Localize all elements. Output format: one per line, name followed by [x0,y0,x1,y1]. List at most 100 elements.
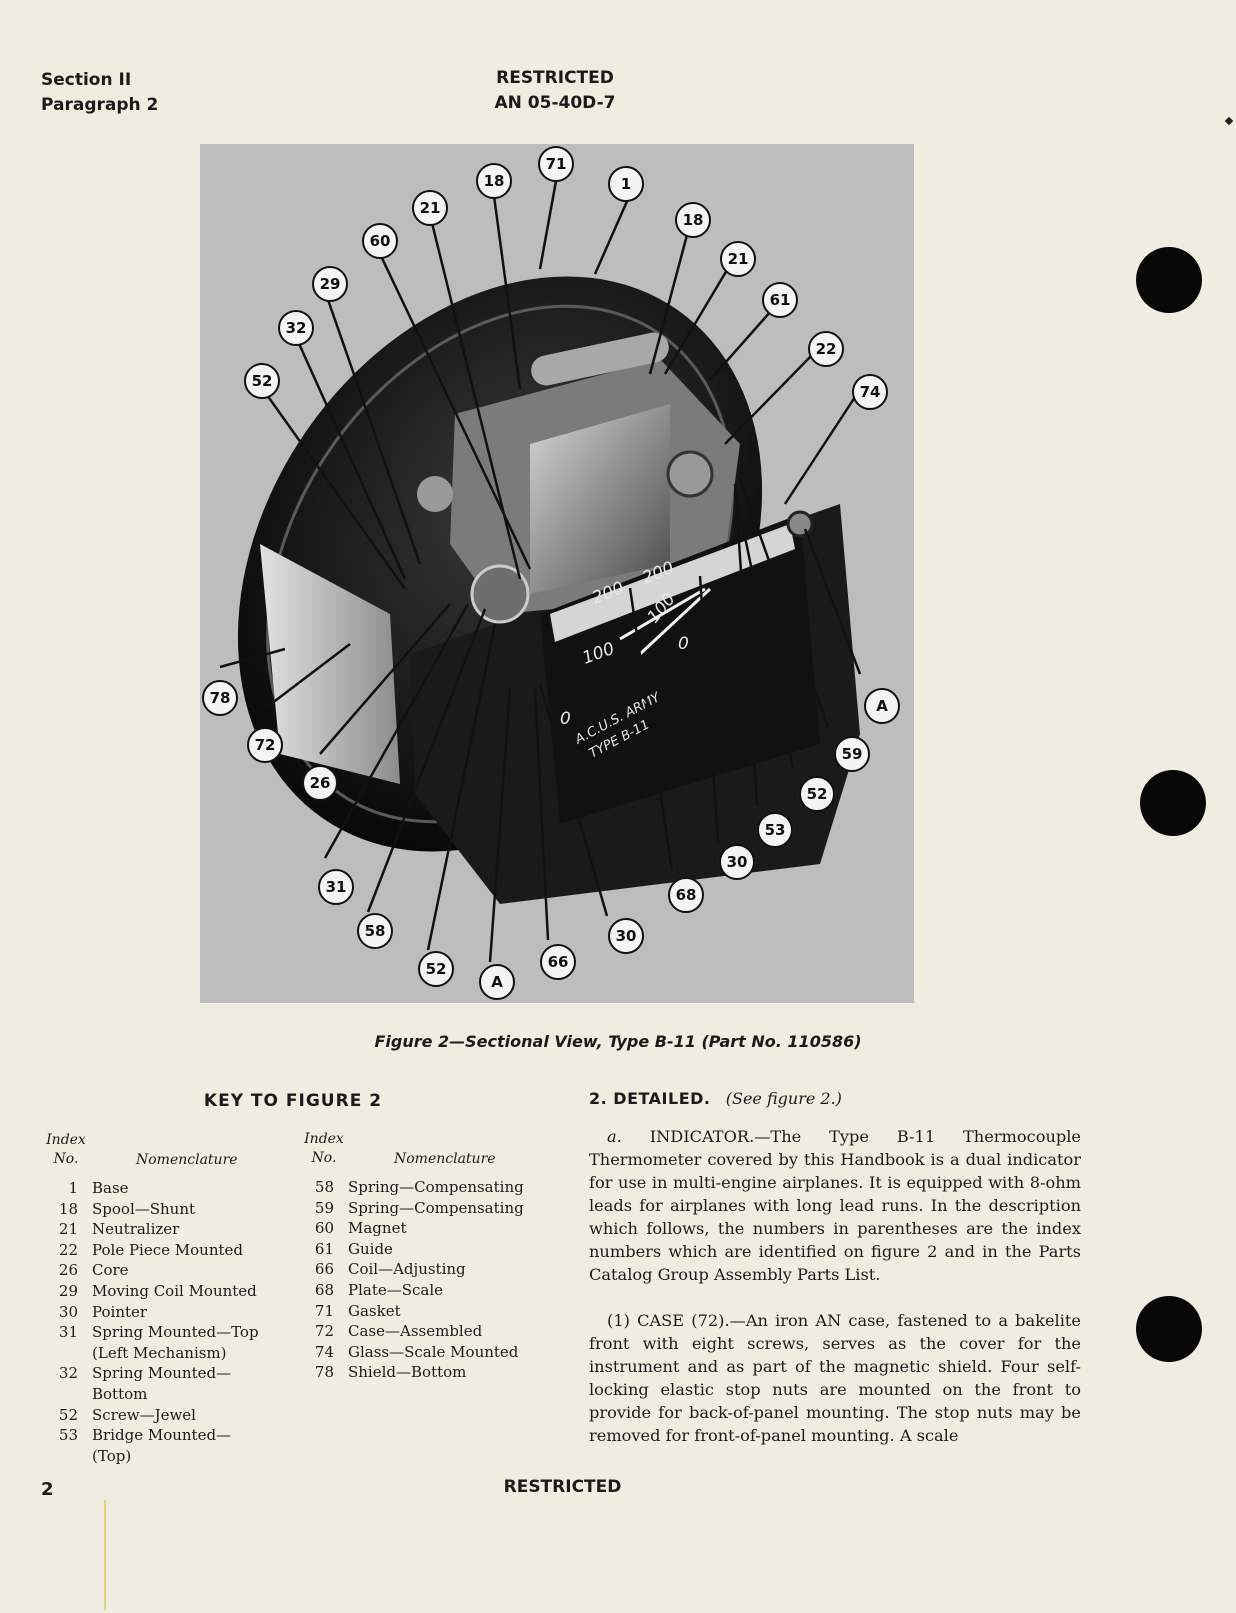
sectional-view-illustration: 200 200 100 100 0 0 A.C.U.S. ARMY TYPE B… [200,144,914,1003]
key-nomenclature: Guide [348,1239,393,1258]
key-row: 72 Case—Assembled [298,1321,524,1342]
key-index-number: 18 [58,1199,78,1218]
index-header-line1: Index [46,1132,86,1148]
figure-callout: A [479,964,515,1000]
figure-callout: 74 [852,374,888,410]
scale-left-0: 0 [560,709,571,729]
figure-callout: A [864,688,900,724]
key-row: 32 Spring Mounted— Bottom [42,1363,259,1404]
key-nomenclature: Glass—Scale Mounted [348,1342,519,1361]
key-nomenclature: Spring—Compensating [348,1178,524,1196]
figure-callout: 30 [608,918,644,954]
section-paragraph-label: Section II Paragraph 2 [41,68,158,118]
figure-callout: 31 [318,869,354,905]
figure-callout: 61 [762,282,798,318]
section-label: Section II [41,70,132,90]
classification-footer: RESTRICTED [503,1477,622,1497]
paragraph-a: a. INDICATOR.—The Type B-11 Thermocouple… [589,1125,1081,1286]
page-number: 2 [41,1479,54,1500]
paragraph-a-text: INDICATOR.—The Type B-11 Thermocouple Th… [589,1127,1081,1284]
figure-callout: 29 [312,266,348,302]
key-right-index-header: Index No. [304,1130,344,1168]
key-index-number: 59 [314,1198,334,1217]
key-index-number: 72 [314,1322,334,1341]
figure-callout: 66 [540,944,576,980]
key-nomenclature: Magnet [348,1219,407,1238]
figure-callout: 32 [278,310,314,346]
figure-caption: Figure 2—Sectional View, Type B-11 (Part… [374,1032,862,1051]
key-index-number: 78 [314,1363,334,1382]
key-nomenclature: Core [92,1261,129,1280]
section-heading-reference: (See figure 2.) [725,1089,842,1108]
figure-callout: 53 [757,812,793,848]
key-row: 58 Spring—Compensating [298,1177,524,1198]
key-index-number: 66 [314,1260,334,1279]
scale-right-0: 0 [678,634,689,654]
key-nomenclature: Spring—Compensating [348,1198,524,1217]
key-index-number: 68 [314,1280,334,1299]
key-row: 52 Screw—Jewel [42,1405,259,1426]
key-nomenclature: Spring Mounted—Top (Left Mechanism) [92,1323,259,1362]
key-title: KEY TO FIGURE 2 [203,1091,383,1111]
key-left-index-header: Index No. [46,1131,86,1169]
key-row: 66 Coil—Adjusting [298,1259,524,1280]
key-index-number: 29 [58,1281,78,1300]
key-right-name-header: Nomenclature [394,1151,496,1167]
section-heading: 2. DETAILED. (See figure 2.) [589,1089,842,1108]
binder-hole-top [1136,247,1202,313]
key-index-number: 22 [58,1240,78,1259]
shield-bottom [260,544,400,784]
document-header: RESTRICTED AN 05-40D-7 [0,66,1110,116]
section-heading-label: 2. DETAILED. [589,1089,711,1108]
index-header-line2: No. [311,1150,337,1166]
key-row: 61 Guide [298,1239,524,1260]
key-nomenclature: Moving Coil Mounted [92,1281,257,1300]
corner-tick [1224,116,1234,126]
figure-callout: 59 [834,736,870,772]
figure-callout: 71 [538,146,574,182]
index-header-line2: No. [53,1151,79,1167]
key-index-number: 52 [58,1405,78,1424]
key-index-number: 1 [68,1179,78,1197]
key-nomenclature: Screw—Jewel [92,1405,196,1424]
figure-callout: 30 [719,844,755,880]
pointer-right [638,587,712,656]
binder-hole-bottom [1136,1296,1202,1362]
paragraph-a-label: a. [607,1127,622,1146]
key-row: 31 Spring Mounted—Top (Left Mechanism) [42,1322,259,1363]
key-nomenclature: Pole Piece Mounted [92,1240,243,1259]
binder-hole-middle [1140,770,1206,836]
figure-callout: 78 [202,680,238,716]
document-number: AN 05-40D-7 [494,93,616,113]
figure-callout: 21 [412,190,448,226]
shunt-spool [531,332,669,386]
key-index-number: 58 [314,1178,334,1196]
figure-callout: 52 [418,951,454,987]
key-left-name-header: Nomenclature [136,1152,238,1168]
key-index-number: 31 [58,1323,78,1342]
margin-mark [104,1500,106,1610]
figure-callout: 68 [668,877,704,913]
figure-callout: 21 [720,241,756,277]
figure-callout: 18 [476,163,512,199]
key-index-number: 32 [58,1364,78,1383]
key-nomenclature: Coil—Adjusting [348,1260,466,1279]
figure-callout: 52 [244,363,280,399]
key-index-number: 61 [314,1239,334,1258]
key-index-number: 71 [314,1301,334,1320]
figure-callout: 52 [799,776,835,812]
figure-callout: 18 [675,202,711,238]
key-index-number: 30 [58,1302,78,1321]
figure-photo: 200 200 100 100 0 0 A.C.U.S. ARMY TYPE B… [200,144,914,1003]
figure-callout: 22 [808,331,844,367]
key-index-number: 74 [314,1342,334,1361]
key-nomenclature: Case—Assembled [348,1322,483,1341]
key-nomenclature: Plate—Scale [348,1280,444,1299]
key-nomenclature: Spring Mounted— Bottom [92,1364,232,1403]
